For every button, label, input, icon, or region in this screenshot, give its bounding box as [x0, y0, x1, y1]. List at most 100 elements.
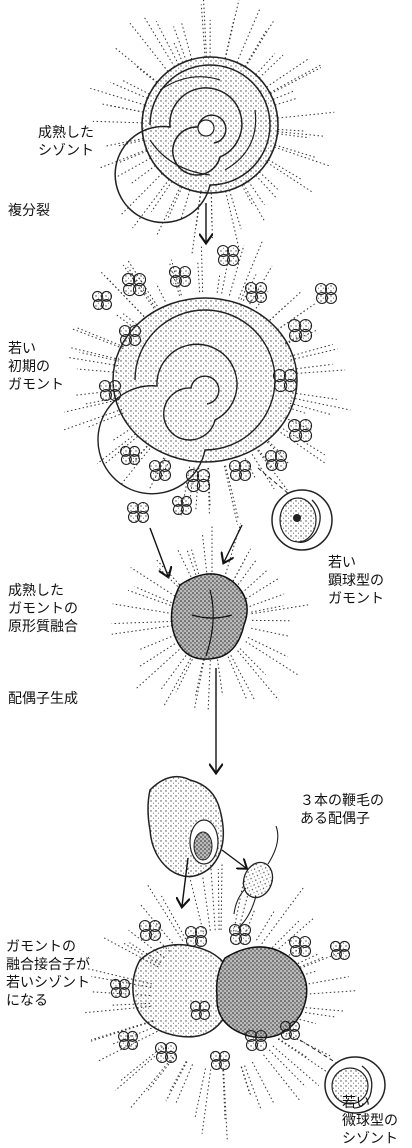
pseudopod-ray	[292, 393, 337, 400]
pseudopod-ray	[135, 66, 157, 83]
pseudopod-ray	[270, 68, 321, 94]
young-cell	[288, 320, 311, 342]
pseudopod-ray	[196, 659, 204, 695]
pseudopod-ray	[112, 626, 173, 635]
young-cell	[119, 1031, 138, 1049]
pseudopod-ray	[211, 193, 212, 238]
pseudopod-ray	[237, 9, 260, 63]
pseudopod-ray	[130, 166, 156, 185]
young-cell	[290, 937, 311, 957]
young-cell	[93, 291, 112, 309]
pseudopod-ray	[128, 590, 174, 606]
young-cell	[266, 451, 287, 471]
pseudopod-ray	[136, 647, 182, 689]
pseudopod-ray	[259, 172, 277, 189]
pseudopod-ray	[93, 121, 142, 123]
young-cell	[111, 979, 130, 997]
label-young-early-gamont: 若い 初期の ガモント	[8, 340, 64, 394]
pseudopod-ray	[210, 860, 215, 930]
pseudopod-ray	[241, 1067, 250, 1094]
young-cell	[120, 326, 141, 346]
pseudopod-ray	[139, 635, 175, 650]
pseudopod-ray	[166, 1062, 187, 1101]
pseudopod-ray	[202, 1069, 211, 1133]
pseudopod-ray	[176, 1064, 193, 1104]
pseudopod-ray	[71, 348, 119, 360]
pseudopod-ray	[117, 158, 151, 177]
pseudopod-ray	[176, 656, 194, 692]
pseudopod-ray	[245, 1066, 262, 1110]
pseudopod-ray	[273, 91, 295, 100]
pseudopod-ray	[268, 160, 302, 180]
pseudopod-ray	[156, 283, 165, 301]
pseudopod-ray	[251, 628, 290, 636]
pseudopod-ray	[203, 876, 211, 930]
pseudopod-ray	[105, 139, 144, 147]
pseudopod-ray	[273, 1046, 319, 1086]
pseudopod-ray	[101, 150, 147, 168]
pseudopod-ray	[229, 190, 241, 229]
pseudopod-ray	[164, 655, 192, 706]
pseudopod-ray	[173, 42, 182, 63]
pseudopod-ray	[278, 132, 323, 136]
label-young-microspheric-schizont: 若い 微球型の シゾント	[342, 1094, 398, 1148]
pseudopod-ray	[76, 327, 124, 346]
arrow-2b	[224, 525, 242, 562]
pseudopod-ray	[195, 1068, 206, 1118]
young-cell	[150, 461, 171, 481]
pseudopod-ray	[240, 649, 266, 675]
young-cell	[128, 503, 149, 523]
pseudopod-ray	[68, 357, 118, 365]
pseudopod-ray	[217, 276, 219, 293]
pseudopod-ray	[275, 145, 316, 158]
pseudopod-ray	[131, 568, 179, 599]
pseudopod-ray	[292, 364, 332, 369]
pseudopod-ray	[113, 604, 173, 614]
pseudopod-ray	[290, 403, 332, 414]
young-cell	[246, 283, 267, 303]
pseudopod-ray	[121, 80, 149, 95]
label-young-macrospheric-gamont: 若い 顕球型の ガモント	[328, 554, 384, 608]
young-cell	[140, 921, 161, 941]
pseudopod-ray	[208, 660, 210, 712]
pseudopod-ray	[221, 863, 222, 930]
pseudopod-ray	[250, 594, 285, 606]
pseudopod-ray	[236, 559, 257, 588]
pseudopod-ray	[194, 659, 204, 709]
pseudopod-ray	[248, 637, 288, 656]
pseudopod-ray	[101, 104, 143, 112]
pseudopod-ray	[244, 184, 265, 221]
young-cell	[246, 1031, 267, 1051]
pseudopod-ray	[167, 187, 182, 220]
pseudopod-ray	[246, 579, 278, 599]
pseudopod-ray	[198, 261, 200, 292]
pseudopod-ray	[238, 651, 279, 700]
pseudopod-ray	[64, 400, 119, 413]
pseudopod-ray	[256, 175, 277, 199]
pseudopod-ray	[270, 304, 288, 320]
mature-schizont-figure	[115, 57, 278, 223]
pseudopod-ray	[245, 20, 274, 67]
young-cell	[218, 246, 239, 266]
pseudopod-ray	[218, 869, 219, 930]
young-cell	[331, 941, 350, 959]
young-cell	[211, 1051, 230, 1069]
pseudopod-ray	[228, 657, 247, 701]
pseudopod-ray	[242, 185, 253, 206]
young-cell	[170, 267, 191, 287]
pseudopod-ray	[201, 247, 202, 292]
pseudopod-ray	[278, 112, 335, 118]
pseudopod-ray	[259, 55, 283, 78]
pseudopod-ray	[121, 173, 163, 215]
pseudopod-ray	[123, 314, 136, 325]
pseudopod-ray	[181, 22, 191, 59]
pseudopod-ray	[157, 186, 181, 235]
pseudopod-ray	[277, 134, 309, 138]
label-multiple-fission: 複分裂	[8, 202, 50, 220]
pseudopod-ray	[278, 129, 306, 131]
young-cell	[173, 496, 192, 514]
young-cell	[316, 284, 337, 304]
pseudopod-ray	[202, 532, 207, 580]
pseudopod-ray	[115, 48, 157, 82]
label-gametogenesis: 配偶子生成	[8, 690, 78, 708]
